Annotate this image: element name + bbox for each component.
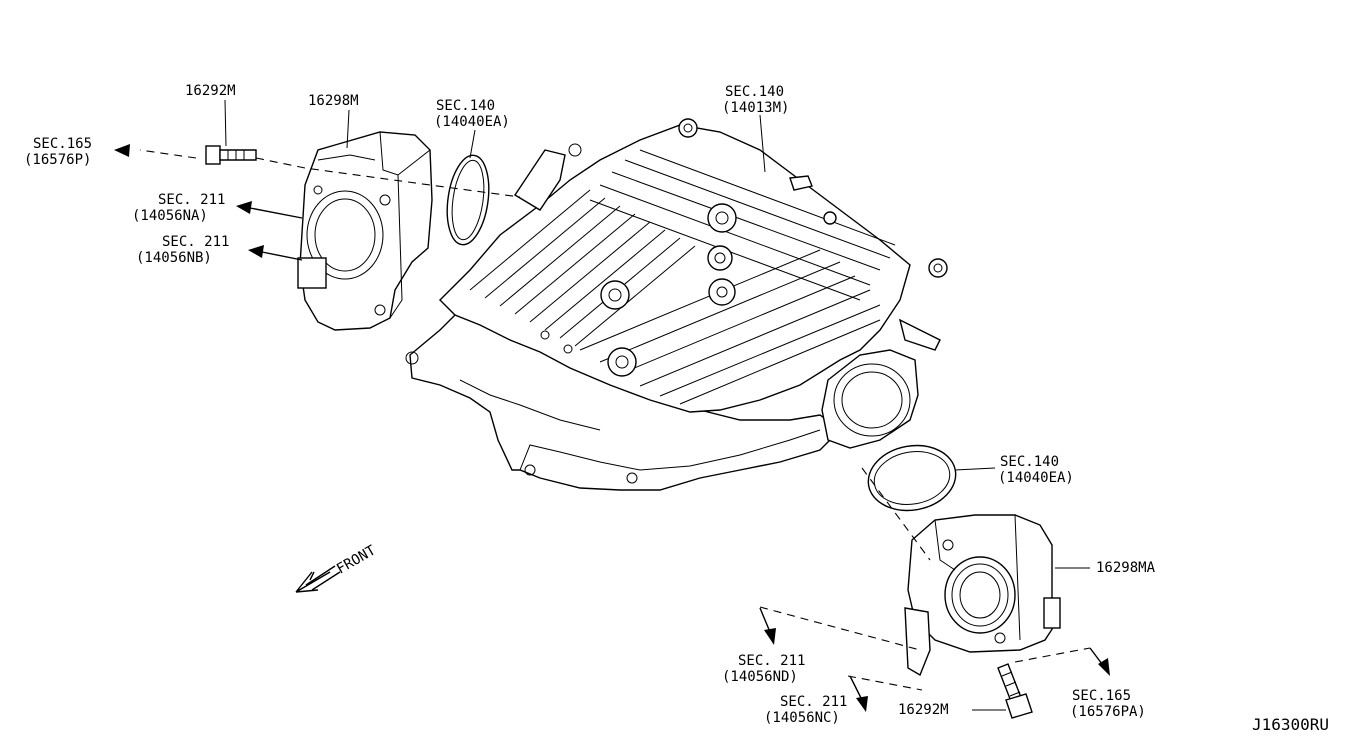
label-sec165-upper: SEC.165 [33,136,92,152]
label-front: FRONT [334,542,379,577]
label-sec211-nd: SEC. 211 [738,653,805,669]
label-gasket-upper-sec: SEC.140 [436,98,495,114]
leader-lines [139,149,1091,691]
label-sec211-nd-part: (14056ND) [722,669,798,685]
throttle-body-upper [297,131,433,331]
labels: 16292M 16298M SEC.140 (14040EA) SEC.140 … [24,83,1329,734]
label-sec165-upper-part: (16576P) [24,152,91,168]
label-throttle-upper: 16298M [308,93,359,109]
label-manifold-sec: SEC.140 [725,84,784,100]
label-sec211-nc: SEC. 211 [780,694,847,710]
front-arrow-icon [295,565,341,593]
label-gasket-upper-part: (14040EA) [434,114,510,130]
label-bolt-upper: 16292M [185,83,236,99]
label-bolt-lower: 16292M [898,702,949,718]
bolt-lower [997,663,1033,719]
label-sec211-nb: SEC. 211 [162,234,229,250]
throttle-body-lower [904,514,1061,677]
arrows [114,99,1110,712]
label-sec165-lower: SEC.165 [1072,688,1131,704]
label-sec165-lower-part: (16576PA) [1070,704,1146,720]
label-sec211-na-part: (14056NA) [132,208,208,224]
gasket-lower [867,444,957,512]
label-sec211-na: SEC. 211 [158,192,225,208]
label-throttle-lower: 16298MA [1096,560,1156,576]
label-sec211-nc-part: (14056NC) [764,710,840,726]
label-gasket-lower-part: (14040EA) [998,470,1074,486]
gasket-upper [446,154,490,246]
label-gasket-lower-sec: SEC.140 [1000,454,1059,470]
label-manifold-part: (14013M) [722,100,789,116]
intake-manifold [405,118,948,491]
bolt-upper [205,145,257,165]
label-sec211-nb-part: (14056NB) [136,250,212,266]
diagram-id: J16300RU [1252,715,1329,734]
